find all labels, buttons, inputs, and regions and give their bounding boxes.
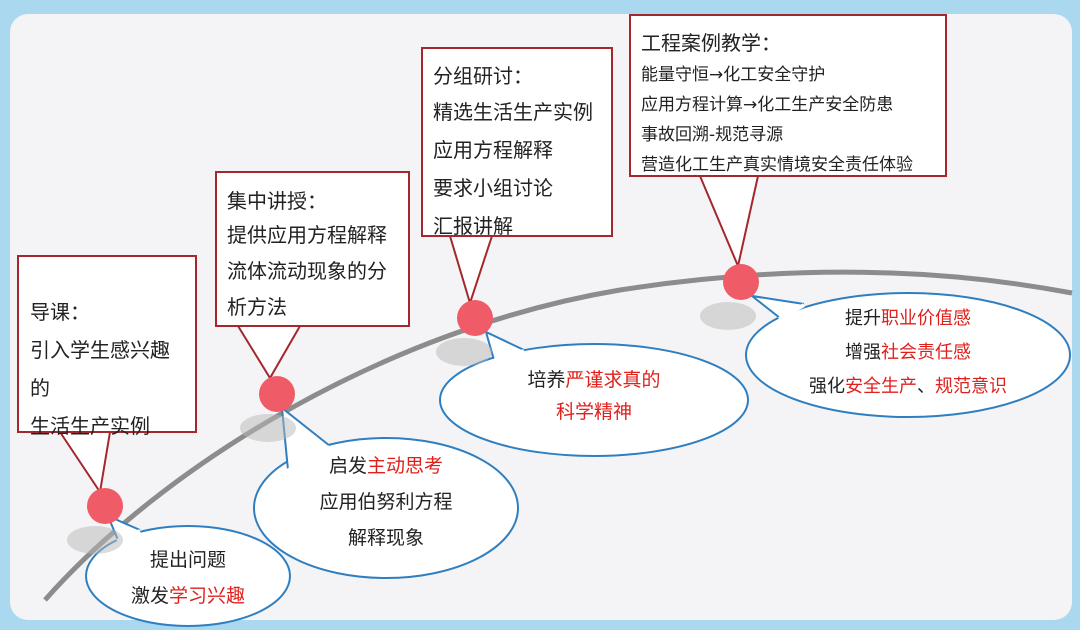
bubble-line: 启发主动思考: [254, 448, 518, 484]
stage-box-2: 集中讲授： 提供应用方程解释 流体流动现象的分 析方法: [215, 171, 410, 327]
bubble-text-segment: 、: [917, 376, 935, 397]
highlight-text: 社会责任感: [881, 342, 971, 363]
stage-box-line: 能量守恒→化工安全守护: [641, 65, 826, 85]
stage-box-line: 事故回溯-规范寻源: [641, 125, 784, 145]
bubble-text-1: 提出问题激发学习兴趣: [90, 542, 286, 614]
highlight-text: 主动思考: [367, 455, 444, 477]
stage-box-line: 提供应用方程解释: [227, 223, 387, 247]
timeline-arc: [43, 269, 1073, 602]
bubble-line: 应用伯努利方程: [254, 484, 518, 520]
stage-box-line: 要求小组讨论: [433, 176, 553, 200]
bubble-text-segment: 解释现象: [347, 527, 424, 549]
node-shadow-3: [436, 338, 492, 366]
timeline-node-1: [87, 488, 123, 524]
stage-box-line: 流体流动现象的分: [227, 259, 387, 283]
stage-box-title: 导课：: [30, 300, 90, 324]
bubble-line: 提升职业价值感: [746, 302, 1070, 336]
highlight-text: 学习兴趣: [169, 585, 246, 607]
node-shadow-4: [700, 302, 756, 330]
bubble-text-segment: 培养: [527, 369, 566, 391]
bubble-text-segment: 提出问题: [149, 549, 226, 571]
bubble-text-4: 提升职业价值感增强社会责任感强化安全生产、规范意识: [746, 302, 1070, 404]
timeline-node-2: [259, 376, 295, 412]
stage-box-line: 营造化工生产真实情境安全责任体验: [641, 155, 913, 175]
stage-box-3: 分组研讨： 精选生活生产实例 应用方程解释 要求小组讨论 汇报讲解: [421, 47, 613, 238]
box-callout-4: [699, 175, 759, 270]
stage-box-title: 分组研讨：: [433, 64, 533, 88]
stage-box-line: 精选生活生产实例: [433, 100, 593, 124]
bubble-3: [439, 330, 749, 457]
stage-box-line: 析方法: [227, 295, 287, 319]
stage-box-line: 汇报讲解: [433, 214, 513, 238]
stage-box-line: 生活生产实例: [30, 414, 150, 438]
highlight-text: 职业价值感: [881, 308, 971, 329]
bubble-line: 强化安全生产、规范意识: [746, 370, 1070, 404]
bubble-text-2: 启发主动思考应用伯努利方程解释现象: [254, 448, 518, 556]
stage-box-title: 集中讲授：: [227, 189, 327, 213]
bubble-line: 增强社会责任感: [746, 336, 1070, 370]
bubble-line: 提出问题: [90, 542, 286, 578]
bubble-text-segment: 增强: [845, 342, 881, 363]
timeline-node-3: [457, 300, 493, 336]
stage-box-title: 工程案例教学：: [641, 31, 781, 55]
bubble-text-segment: 激发: [130, 585, 169, 607]
bubble-text-segment: 应用伯努利方程: [319, 491, 453, 513]
highlight-text: 严谨求真的: [565, 369, 661, 391]
stage-box-line: 引入学生感兴趣的: [30, 338, 170, 400]
stage-box-line: 应用方程解释: [433, 138, 553, 162]
box-callout-2: [237, 325, 301, 380]
bubble-line: 解释现象: [254, 520, 518, 556]
stage-box-line: 应用方程计算→化工生产安全防患: [641, 95, 894, 115]
stage-box-1: 导课： 引入学生感兴趣的 生活生产实例: [17, 255, 197, 438]
bubble-text-3: 培养严谨求真的科学精神: [440, 364, 748, 428]
highlight-text: 规范意识: [935, 376, 1007, 397]
box-callout-3: [449, 235, 493, 307]
bubble-line: 激发学习兴趣: [90, 578, 286, 614]
bubble-line: 科学精神: [440, 396, 748, 428]
timeline-node-4: [723, 264, 759, 300]
stage-box-4: 工程案例教学： 能量守恒→化工安全守护 应用方程计算→化工生产安全防患 事故回溯…: [629, 14, 947, 177]
node-shadow-2: [240, 414, 296, 442]
bubble-4: [745, 292, 1071, 418]
node-shadow-1: [67, 526, 123, 554]
bubble-text-segment: 提升: [845, 308, 881, 329]
bubble-line: 培养严谨求真的: [440, 364, 748, 396]
highlight-text: 安全生产: [845, 376, 917, 397]
bubble-text-segment: 启发: [328, 455, 367, 477]
bubble-text-segment: 强化: [809, 376, 845, 397]
highlight-text: 科学精神: [555, 401, 632, 423]
